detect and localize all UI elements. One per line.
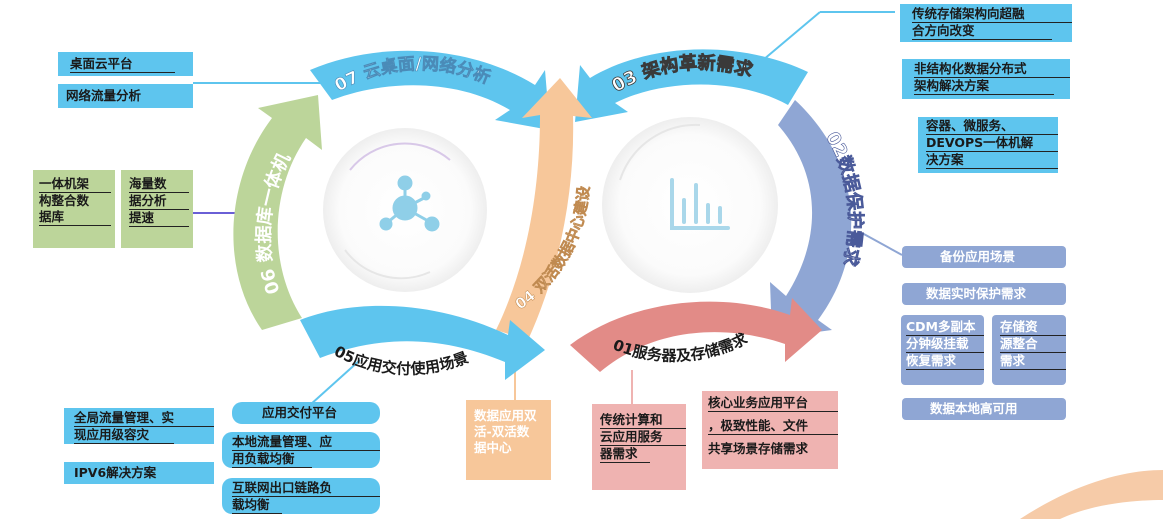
cdm-box: CDM多副本 分钟级挂载 恢复需求	[901, 315, 984, 385]
desktop-cloud-box: 桌面云平台	[58, 52, 193, 76]
arrow-01	[570, 298, 822, 372]
local-ha-box: 数据本地高可用	[902, 398, 1066, 420]
local-lb-box: 本地流量管理、应 用负载均衡	[222, 432, 380, 468]
global-traffic-box: 全局流量管理、实 现应用级容灾	[64, 408, 214, 444]
core-business-box: 核心业务应用平台 ，极致性能、文件 共享场景存储需求	[702, 391, 838, 469]
right-center-disc	[602, 117, 778, 293]
db-appliance-box: 一体机架 构整合数 据库	[33, 170, 115, 248]
network-molecule-icon	[379, 175, 440, 232]
net-traffic-box: 网络流量分析	[58, 84, 193, 108]
bar-chart-icon	[670, 178, 730, 230]
hyperconverged-box: 传统存储架构向超融 合方向改变	[900, 4, 1072, 42]
arrow-03	[575, 49, 808, 122]
internet-lb-box: 互联网出口链路负 载均衡	[222, 478, 380, 514]
unstructured-box: 非结构化数据分布式 架构解决方案	[902, 59, 1070, 99]
ipv6-box: IPV6解决方案	[64, 462, 214, 484]
arrow-07	[310, 50, 550, 130]
active-active-dc-box: 数据应用双 活-双活数 据中心	[466, 400, 551, 480]
arrow-02	[770, 100, 852, 338]
realtime-protect-box: 数据实时保护需求	[902, 283, 1066, 305]
backup-scene-box: 备份应用场景	[902, 246, 1066, 268]
app-delivery-platform-box: 应用交付平台	[232, 402, 380, 424]
decorative-swoosh	[1020, 470, 1163, 519]
traditional-compute-box: 传统计算和 云应用服务 器需求	[592, 404, 686, 490]
arrow-05	[300, 305, 545, 380]
arrow-03-label: 03 架构革新需求	[608, 52, 756, 97]
arrow-04	[496, 78, 592, 340]
bigdata-box: 海量数 据分析 提速	[121, 170, 193, 248]
arrow-06	[233, 95, 322, 330]
storage-consolidation-box: 存储资 源整合 需求	[992, 315, 1066, 385]
devops-box: 容器、微服务、 DEVOPS一体机解 决方案	[918, 117, 1058, 173]
